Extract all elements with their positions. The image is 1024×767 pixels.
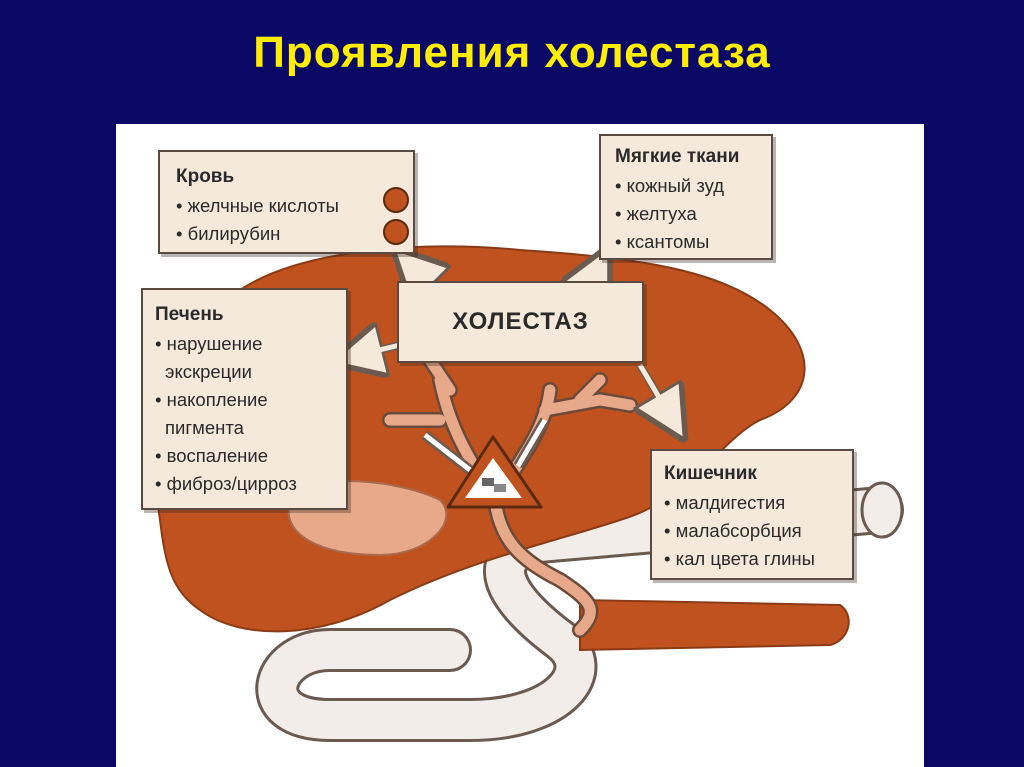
blood-item: билирубин: [176, 220, 397, 248]
blood-box: Кровь желчные кислоты билирубин: [158, 150, 415, 254]
intestine-box: Кишечник малдигестия малабсорбция кал цв…: [650, 449, 854, 580]
soft-tissue-item: кожный зуд: [615, 172, 757, 200]
liver-heading: Печень: [155, 304, 224, 325]
slide-title: Проявления холестаза: [253, 28, 771, 77]
liver-item: нарушение: [155, 330, 334, 358]
increase-indicator-icon: [383, 187, 409, 213]
blood-heading: Кровь: [176, 166, 235, 187]
intestine-heading: Кишечник: [664, 463, 757, 484]
soft-tissue-item: ксантомы: [615, 228, 757, 256]
soft-tissue-heading: Мягкие ткани: [615, 146, 740, 167]
intestine-item: малабсорбция: [664, 517, 840, 545]
soft-tissue-item: желтуха: [615, 200, 757, 228]
intestine-item: малдигестия: [664, 489, 840, 517]
blood-item: желчные кислоты: [176, 192, 397, 220]
liver-item-cont: экскреции: [165, 361, 252, 382]
pancreas-shape: [579, 598, 850, 652]
liver-item-cont: пигмента: [165, 417, 244, 438]
cholestasis-box: ХОЛЕСТАЗ: [397, 281, 644, 363]
liver-item: фиброз/цирроз: [155, 470, 334, 498]
liver-item: воспаление: [155, 442, 334, 470]
liver-box: Печень нарушение экскреции накопление пи…: [141, 288, 348, 510]
liver-item: накопление: [155, 386, 334, 414]
intestine-item: кал цвета глины: [664, 545, 840, 573]
soft-tissue-box: Мягкие ткани кожный зуд желтуха ксантомы: [599, 134, 773, 260]
increase-indicator-icon: [383, 219, 409, 245]
